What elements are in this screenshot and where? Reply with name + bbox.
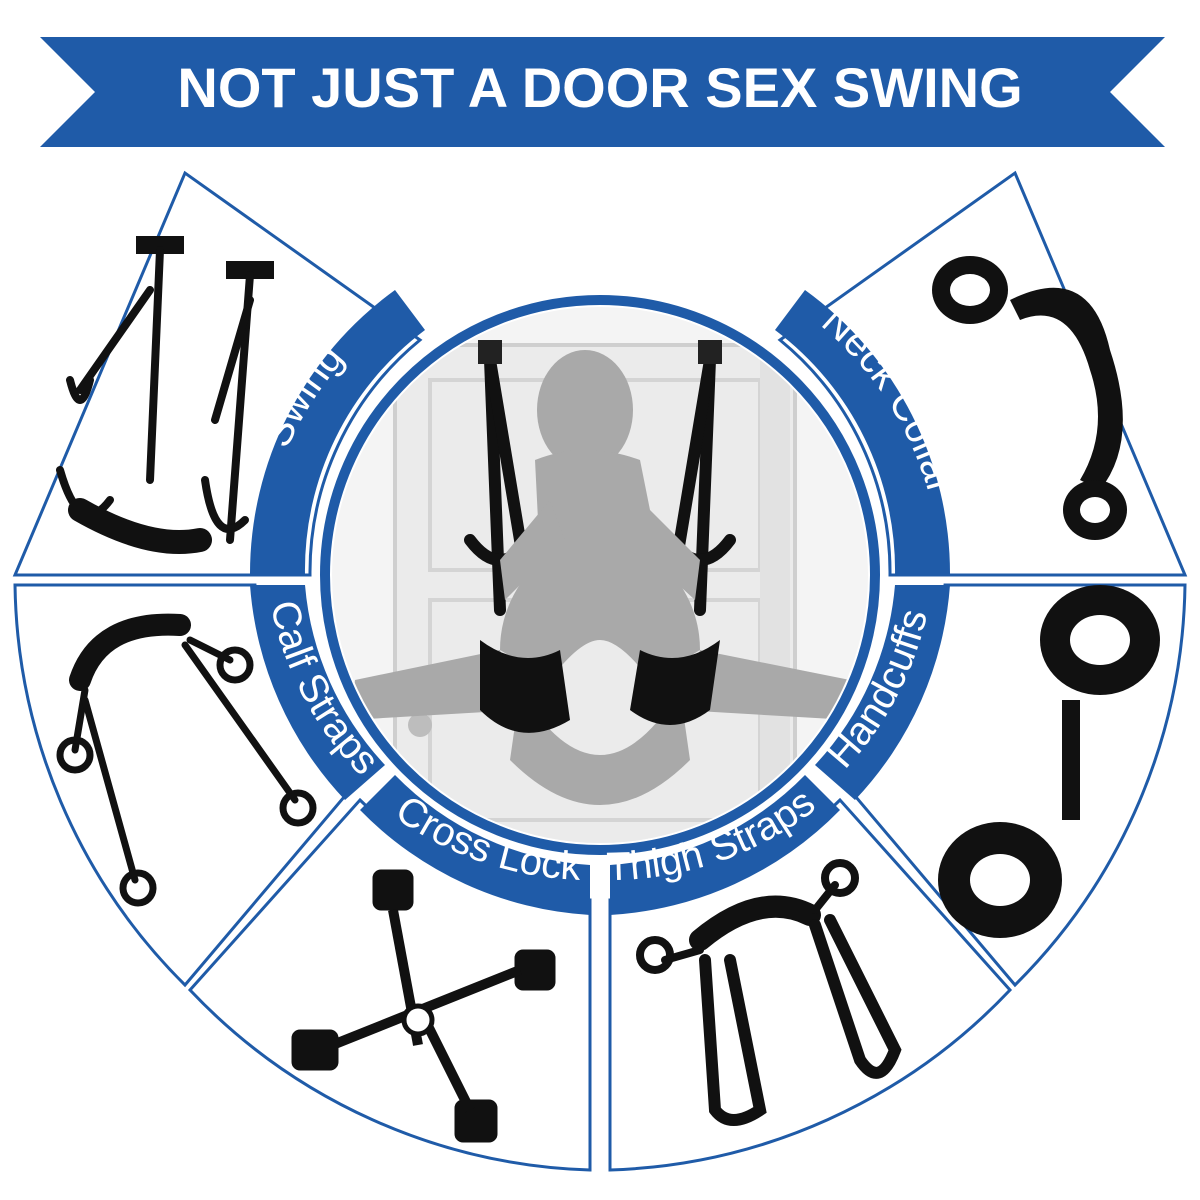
ring-segment-swing	[249, 290, 425, 575]
calf-straps-icon	[56, 613, 317, 907]
ring-segment-thigh-straps	[610, 775, 840, 915]
ring-segment-cross-lock	[360, 775, 590, 915]
center-illustration	[320, 295, 880, 855]
cross-lock-icon	[291, 869, 556, 1143]
ring-segment-handcuffs	[815, 585, 950, 800]
ring-segment-calf-straps	[250, 585, 385, 800]
label-ring	[249, 290, 951, 915]
banner-title: NOT JUST A DOOR SEX SWING	[177, 56, 1023, 119]
thigh-straps-icon	[636, 859, 902, 1126]
handcuffs-icon	[938, 585, 1160, 938]
title-banner	[40, 37, 1165, 147]
ring-segment-neck-collar	[775, 290, 951, 575]
neck-collar-icon	[932, 256, 1127, 540]
person-silhouette	[350, 350, 850, 805]
door-knob	[408, 713, 432, 737]
door-swing-icon	[56, 236, 274, 554]
banner-ribbon	[40, 37, 1165, 147]
